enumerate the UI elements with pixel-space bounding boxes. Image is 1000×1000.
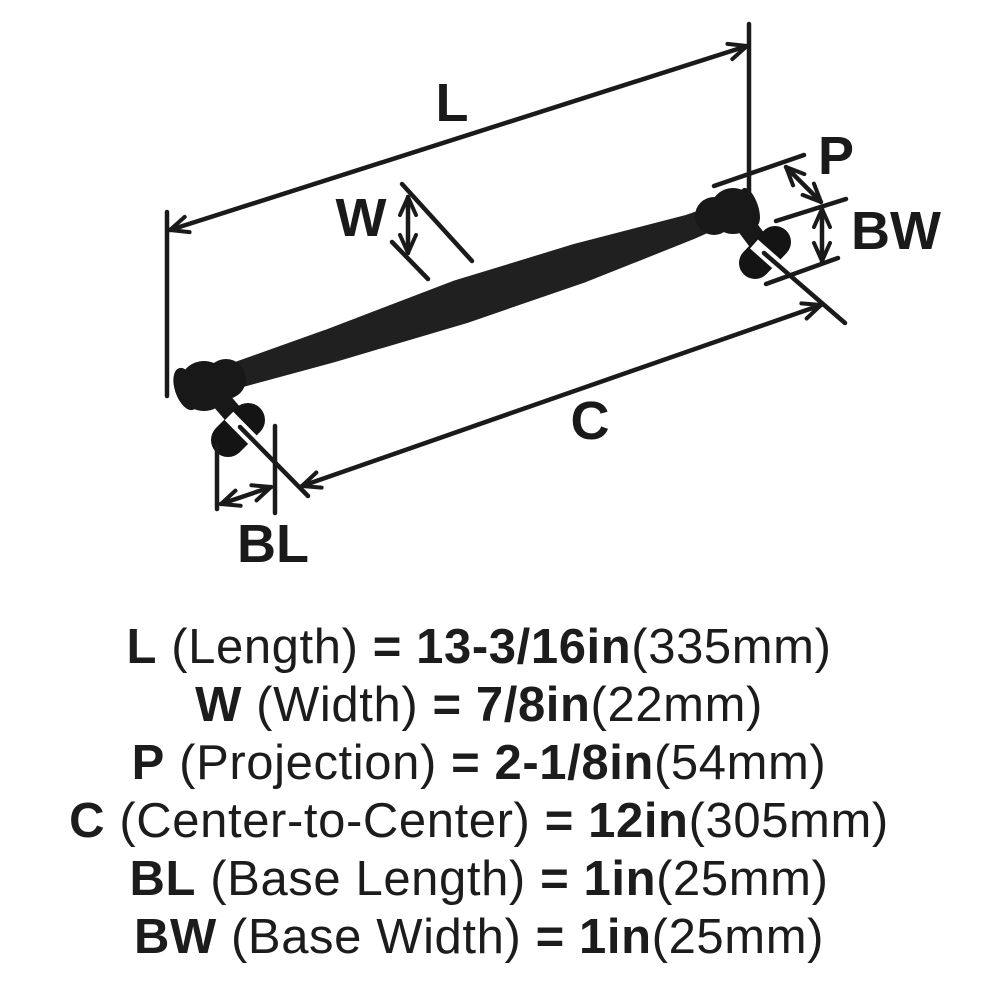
handle-bar xyxy=(223,205,722,390)
witness-tick-w-upper xyxy=(399,181,475,264)
dimension-line-c xyxy=(299,301,824,490)
dimension-spec-list: L (Length) = 13-3/16in(335mm)W (Width) =… xyxy=(0,618,958,966)
center-tick-right xyxy=(761,250,848,326)
handle-ring-right xyxy=(695,197,733,235)
witness-line-bw-top xyxy=(773,196,849,224)
dimension-arrow-bl xyxy=(218,483,274,508)
dimension-line-l xyxy=(167,41,750,235)
spec-line-center: C (Center-to-Center) = 12in(305mm) xyxy=(69,794,889,848)
dimension-lines xyxy=(164,21,849,516)
handle-post-left xyxy=(204,382,243,424)
label-length: L xyxy=(436,73,469,133)
label-width: W xyxy=(336,188,387,248)
spec-line-base-width: BW (Base Width) = 1in(25mm) xyxy=(133,910,825,964)
dimension-arrow-p xyxy=(783,164,824,205)
spec-line-base-length: BL (Base Length) = 1in(25mm) xyxy=(129,852,829,906)
cabinet-pull-handle xyxy=(173,187,791,457)
spec-line-length: L (Length) = 13-3/16in(335mm) xyxy=(126,620,832,674)
label-center-to-center: C xyxy=(571,391,610,451)
label-base-length: BL xyxy=(237,514,309,574)
label-base-width: BW xyxy=(851,201,941,261)
spec-line-projection: P (Projection) = 2-1/8in(54mm) xyxy=(131,736,827,790)
witness-line-p-top xyxy=(711,152,807,189)
label-projection: P xyxy=(818,126,854,186)
spec-line-width: W (Width) = 7/8in(22mm) xyxy=(195,678,763,732)
